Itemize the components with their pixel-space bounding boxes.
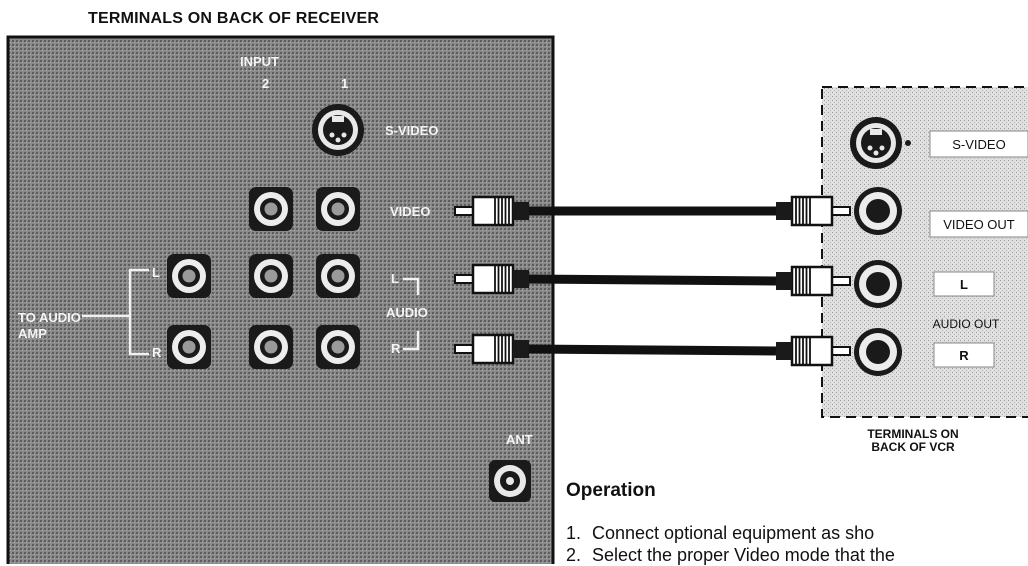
- amp-audio-r-jack[interactable]: [167, 325, 211, 369]
- vcr-video-out-box: [929, 210, 1028, 238]
- vcr-rca-jacks: [854, 187, 902, 376]
- cable-line: [528, 274, 777, 286]
- rca-plug[interactable]: [776, 265, 851, 297]
- to-audio-amp-line2: AMP: [18, 326, 47, 341]
- amp-audio-l-jack[interactable]: [167, 254, 211, 298]
- receiver-panel: [6, 35, 555, 564]
- vcr-svideo-label: S-VIDEO: [952, 137, 1005, 152]
- input2-video-jack[interactable]: [249, 187, 293, 231]
- receiver-svideo-label: S-VIDEO: [385, 123, 438, 138]
- vcr-caption: TERMINALS ON BACK OF VCR: [848, 428, 978, 454]
- vcr-audio-out-label: AUDIO OUT: [933, 317, 1000, 331]
- vcr-audio-l-jack[interactable]: [854, 260, 902, 308]
- operation-heading: Operation: [566, 480, 656, 501]
- vcr-r-label: R: [959, 348, 969, 363]
- rca-plug[interactable]: [454, 333, 529, 365]
- step-list: 1. Connect optional equipment as sho 2. Se…: [566, 522, 895, 566]
- receiver-audio-r-label: R: [391, 341, 401, 356]
- step-number: 2.: [566, 545, 582, 565]
- input-2-label: 2: [262, 76, 269, 91]
- step-text: Select the proper Video mode that the: [592, 545, 895, 565]
- receiver-video-label: VIDEO: [390, 204, 430, 219]
- vcr-caption-line1: TERMINALS ON: [867, 427, 959, 441]
- ant-jack[interactable]: [489, 460, 531, 502]
- rca-plug[interactable]: [776, 195, 851, 227]
- receiver-audio-label: AUDIO: [386, 305, 428, 320]
- rca-plug[interactable]: [454, 195, 529, 227]
- receiver-title: TERMINALS ON BACK OF RECEIVER: [88, 10, 380, 27]
- vcr-r-box: [933, 342, 995, 368]
- receiver-rca-jacks: [167, 187, 360, 369]
- rca-plug[interactable]: [776, 335, 851, 367]
- vcr-l-box: [933, 271, 995, 297]
- step-number: 1.: [566, 523, 582, 543]
- rca-plug[interactable]: [454, 263, 529, 295]
- step-text: Connect optional equipment as sho: [592, 523, 875, 543]
- list-item: 1. Connect optional equipment as sho: [566, 522, 895, 544]
- vcr-l-label: L: [960, 277, 968, 292]
- to-audio-amp-line1: TO AUDIO: [18, 310, 81, 325]
- amp-l-label: L: [152, 265, 160, 280]
- cables: [454, 195, 851, 367]
- input2-audio-l-jack[interactable]: [249, 254, 293, 298]
- input1-audio-r-jack[interactable]: [316, 325, 360, 369]
- receiver-audio-l-label: L: [391, 271, 399, 286]
- audio-bracket: [403, 277, 420, 351]
- vcr-svideo-jack[interactable]: [850, 117, 911, 169]
- receiver-svideo-jack[interactable]: [312, 104, 364, 156]
- vcr-audio-r-jack[interactable]: [854, 328, 902, 376]
- input-label: INPUT: [240, 54, 279, 69]
- ant-label: ANT: [506, 432, 533, 447]
- vcr-svideo-box: [929, 130, 1028, 158]
- input1-audio-l-jack[interactable]: [316, 254, 360, 298]
- input2-audio-r-jack[interactable]: [249, 325, 293, 369]
- cable-line: [528, 344, 777, 356]
- input-1-label: 1: [341, 76, 348, 91]
- vcr-caption-line2: BACK OF VCR: [871, 440, 955, 454]
- input1-video-jack[interactable]: [316, 187, 360, 231]
- audio-amp-bracket: [82, 268, 149, 356]
- list-item: 2. Select the proper Video mode that the: [566, 544, 895, 566]
- vcr-video-out-jack[interactable]: [854, 187, 902, 235]
- amp-r-label: R: [152, 345, 162, 360]
- vcr-video-out-label: VIDEO OUT: [943, 217, 1015, 232]
